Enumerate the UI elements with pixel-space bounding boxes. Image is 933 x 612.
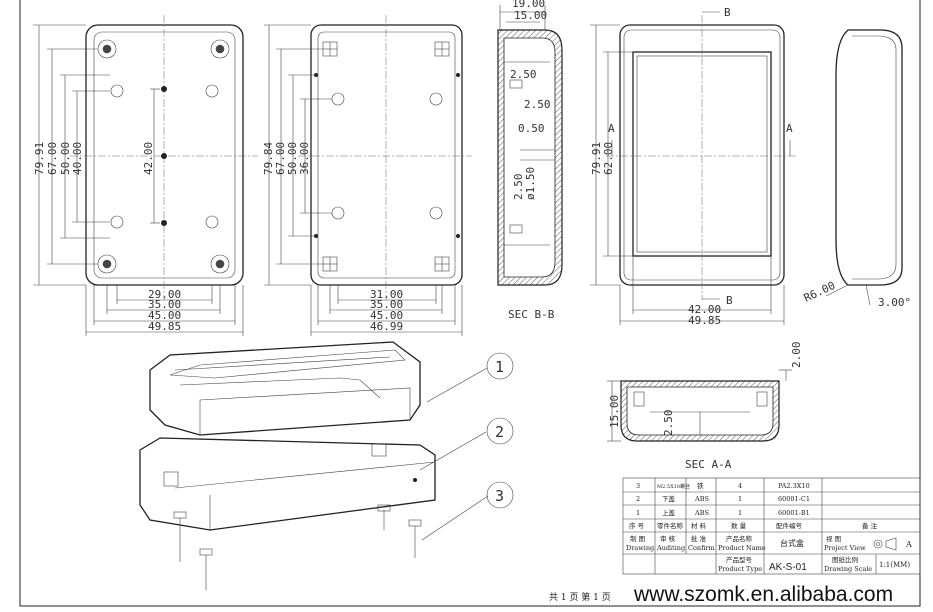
audit-cn: 审 核 [660, 534, 676, 543]
bom-header-name: 零件名称 [657, 521, 684, 530]
bom-header-qty: 数 量 [731, 521, 747, 530]
front-height-1: 79.91 [590, 142, 603, 175]
marker-a-left: A [608, 122, 615, 135]
side-radius: R6.00 [802, 279, 838, 305]
aa-inner: 2.50 [662, 410, 675, 437]
project-view-value: A [905, 540, 912, 549]
bom-row2-no: 2 [636, 495, 640, 503]
bottom-height-2: 67.00 [274, 142, 287, 175]
isometric-exploded-view: 1 2 3 [139, 341, 514, 590]
aa-height: 15.00 [608, 395, 621, 428]
drawing-scale-cn: 图纸比例 [832, 555, 858, 564]
marker-a-right: A [786, 122, 793, 135]
side-angle: 3.00° [878, 296, 911, 309]
top-width-3: 45.00 [148, 309, 181, 322]
bom-row1-name: 上盖 [662, 508, 676, 517]
top-width-4: 49.85 [148, 320, 181, 333]
top-height-1: 79.91 [33, 142, 46, 175]
confirm-en: Confirm [688, 544, 715, 552]
top-view: 79.91 67.00 50.00 40.00 42.00 29.00 35.0… [33, 15, 258, 336]
bom-header-material: 材 料 [691, 521, 707, 530]
balloon-1 [486, 352, 514, 380]
front-view: 79.91 62.00 42.00 49.85 A A B B [590, 6, 796, 327]
bb-label-5: ø1.50 [524, 167, 537, 200]
balloon-3 [486, 481, 514, 509]
product-name-en: Product Name [718, 544, 766, 552]
bottom-width-1: 31.00 [370, 288, 403, 301]
bom-row1-no: 1 [636, 509, 640, 517]
audit-en: Auditing [656, 544, 685, 552]
projection-symbol-icon [873, 537, 897, 551]
bom-row1-qty: 1 [738, 509, 742, 517]
watermark-url: www.szomk.en.alibaba.com [633, 583, 893, 606]
bottom-height-3: 50.00 [286, 142, 299, 175]
bb-label-2: 2.50 [524, 98, 551, 111]
top-height-3: 50.00 [59, 142, 72, 175]
front-width-2: 49.85 [688, 314, 721, 327]
section-aa-title: SEC A-A [685, 458, 732, 471]
top-height-4: 40.00 [71, 142, 84, 175]
bb-top-2: 15.00 [514, 9, 547, 22]
product-type-en: Product Type [718, 565, 762, 573]
bom-table: 3 M2.5X10螺丝 铁 4 PA2.3X10 2 下盖 ABS 1 6000… [622, 477, 921, 575]
drawing-cn: 制 图 [630, 534, 645, 543]
balloon-2 [486, 417, 514, 445]
bottom-width-3: 45.00 [370, 309, 403, 322]
bom-header-note: 备 注 [862, 521, 878, 530]
balloon-3-label: 3 [495, 487, 504, 505]
front-width-1: 42.00 [688, 303, 721, 316]
bb-top-1: 19.00 [512, 0, 545, 10]
top-hole-spacing: 42.00 [142, 142, 155, 175]
bom-row3-material: 铁 [697, 481, 704, 490]
top-width-1: 29.00 [148, 288, 181, 301]
bom-row2-material: ABS [694, 495, 709, 503]
drawing-en: Drawing [626, 544, 654, 552]
product-type-cn: 产品型号 [726, 555, 753, 564]
balloon-2-label: 2 [495, 423, 504, 441]
project-view-cn: 视 图 [826, 534, 841, 543]
side-view: R6.00 3.00° [802, 29, 911, 309]
page-counter: 共 1 页 第 1 页 [549, 591, 611, 603]
front-height-2: 62.00 [602, 142, 615, 175]
bottom-width-4: 46.99 [370, 320, 403, 333]
bom-row3-qty: 4 [738, 482, 742, 490]
product-name-value: 台式盒 [780, 538, 804, 548]
bottom-view: 79.84 67.00 50.00 36.00 31.00 35.00 45.0… [262, 15, 472, 336]
balloon-1-label: 1 [495, 358, 504, 376]
bom-row1-part: 60001-B1 [778, 509, 810, 517]
bb-label-3: 0.50 [518, 122, 545, 135]
top-width-2: 35.00 [148, 298, 181, 311]
bottom-width-2: 35.00 [370, 298, 403, 311]
section-aa-view: 2.00 15.00 2.50 SEC A-A [607, 342, 803, 471]
top-height-2: 67.00 [46, 142, 59, 175]
drawing-scale-en: Drawing Scale [824, 565, 872, 573]
bom-header-part: 配件编号 [776, 521, 803, 530]
bottom-height-1: 79.84 [262, 142, 275, 175]
project-view-en: Project View [824, 544, 866, 552]
marker-b-top: B [724, 6, 731, 19]
confirm-cn: 批 准 [691, 534, 707, 543]
bb-label-4: 2.50 [512, 174, 525, 201]
section-bb-title: SEC B-B [508, 308, 555, 321]
bb-label-1: 2.50 [510, 68, 537, 81]
product-name-cn: 产品名称 [726, 534, 753, 543]
aa-wall: 2.00 [790, 342, 803, 369]
bom-row2-part: 60001-C1 [778, 495, 810, 503]
marker-b-bottom: B [726, 294, 733, 307]
drawing-scale-value: 1:1(MM) [879, 561, 910, 569]
bom-row3-no: 3 [636, 482, 640, 490]
product-type-value: AK-S-01 [769, 562, 807, 573]
section-bb-view: 19.00 15.00 2.50 2.50 0.50 2.50 ø1.50 SE… [497, 0, 563, 321]
bottom-height-4: 36.00 [298, 142, 311, 175]
bom-row3-name: M2.5X10螺丝 [657, 483, 690, 490]
bom-row2-qty: 1 [738, 495, 742, 503]
bom-row3-part: PA2.3X10 [778, 482, 810, 490]
bom-row1-material: ABS [694, 509, 709, 517]
bom-row2-name: 下盖 [662, 494, 676, 503]
bom-header-no: 序 号 [629, 521, 645, 530]
